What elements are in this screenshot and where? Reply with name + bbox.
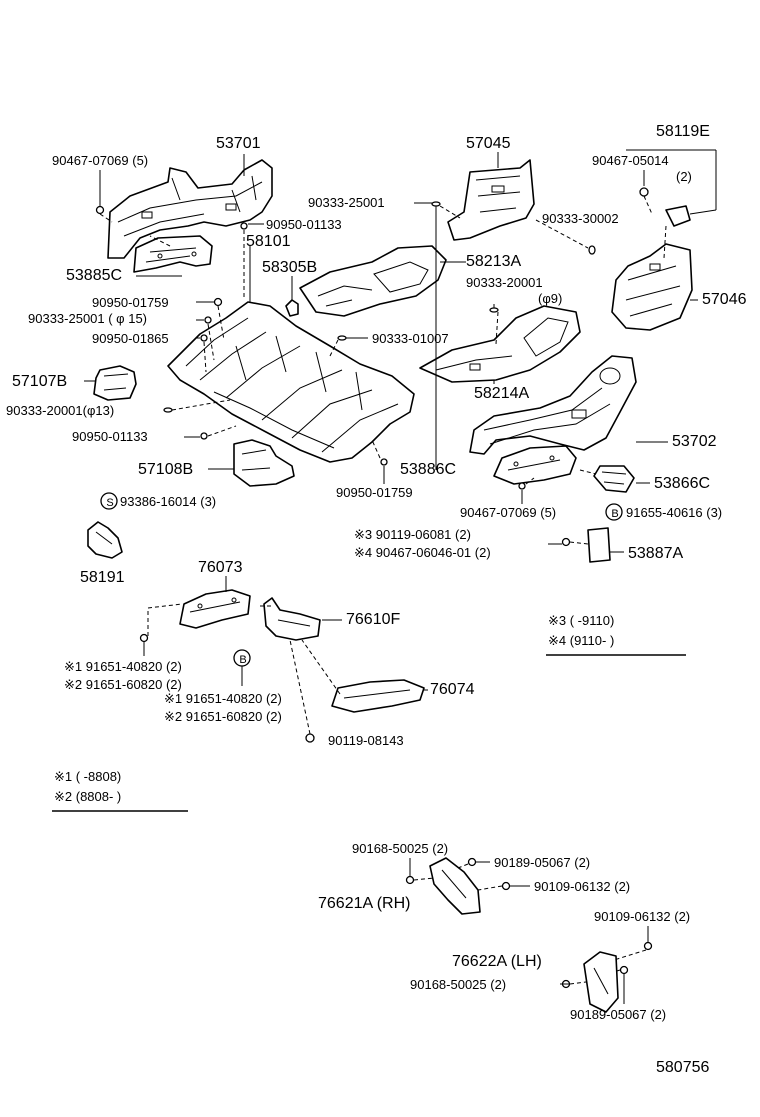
part-53702-drawing: [469, 355, 637, 455]
label-53702: 53702: [672, 433, 717, 450]
circled-letter-b-2: B: [239, 654, 247, 666]
label-note3-90119-06081: ※3 90119-06081 (2): [354, 527, 471, 542]
part-57045-drawing: [447, 159, 535, 241]
part-76622A-drawing: [583, 951, 619, 1013]
label-90950-01759-bottom: 90950-01759: [336, 485, 413, 500]
part-53885C-drawing: [133, 235, 213, 273]
label-53887A: 53887A: [628, 545, 684, 562]
label-90467-07069-right: 90467-07069 (5): [460, 505, 557, 520]
label-90950-01865: 90950-01865: [92, 331, 169, 346]
part-58213A-drawing: [299, 245, 447, 317]
label-58214A: 58214A: [474, 385, 530, 402]
label-90950-01133-top: 90950-01133: [266, 217, 342, 232]
label-90109-06132-top: 90109-06132 (2): [534, 879, 631, 894]
label-90333-25001-15: 90333-25001 ( φ 15): [28, 311, 148, 326]
label-phi9: (φ9): [538, 291, 563, 306]
label-90189-05067-top: 90189-05067 (2): [494, 855, 591, 870]
label-note1-91651-40820-a: ※1 91651-40820 (2): [64, 659, 182, 674]
label-90467-05014: 90467-05014: [592, 153, 669, 168]
note-3-range: ※3 ( -9110): [548, 613, 615, 628]
label-58305B: 58305B: [262, 259, 318, 276]
label-90168-50025-bottom: 90168-50025 (2): [410, 977, 507, 992]
label-58213A: 58213A: [466, 253, 522, 270]
label-90189-05067-bottom: 90189-05067 (2): [570, 1007, 667, 1022]
part-53866C-drawing: [593, 465, 635, 493]
note-4-range: ※4 (9110- ): [548, 633, 615, 648]
part-57046-drawing: [611, 243, 693, 331]
label-57046: 57046: [702, 291, 747, 308]
assembly-lines: [99, 195, 667, 985]
label-90333-25001-right: 90333-25001: [308, 195, 385, 210]
label-90333-20001-13: 90333-20001(φ13): [6, 403, 115, 418]
part-53887A-drawing: [587, 527, 611, 563]
circled-letter-s: S: [106, 497, 114, 509]
label-B-circled-2: B: [235, 652, 251, 666]
label-note1-91651-40820-b: ※1 91651-40820 (2): [164, 691, 282, 706]
part-76610F-drawing: [263, 597, 321, 641]
label-S-circled: S: [102, 495, 118, 509]
label-note2-91651-60820-a: ※2 91651-60820 (2): [64, 677, 182, 692]
label-53701: 53701: [216, 135, 261, 152]
part-53886C-drawing: [493, 445, 577, 485]
label-90333-01007: 90333-01007: [372, 331, 449, 346]
label-53885C: 53885C: [66, 267, 123, 284]
label-58101: 58101: [246, 233, 291, 250]
label-76610F: 76610F: [346, 611, 401, 628]
note-2-range: ※2 (8808- ): [54, 789, 122, 804]
label-qty-2: (2): [676, 169, 692, 184]
label-76622A-LH: 76622A (LH): [452, 953, 542, 970]
label-90333-20001: 90333-20001: [466, 275, 543, 290]
label-58119E: 58119E: [656, 123, 710, 140]
circled-markers: [100, 492, 623, 667]
part-58305B-drawing: [285, 299, 299, 317]
diagram-id: 580756: [656, 1059, 710, 1076]
label-58191: 58191: [80, 569, 125, 586]
label-53866C: 53866C: [654, 475, 711, 492]
label-57107B: 57107B: [12, 373, 68, 390]
label-90119-08143: 90119-08143: [328, 733, 404, 748]
label-76074: 76074: [430, 681, 475, 698]
label-90467-07069-left: 90467-07069 (5): [52, 153, 149, 168]
part-76074-drawing: [331, 679, 425, 713]
label-90109-06132-bottom: 90109-06132 (2): [594, 909, 691, 924]
label-90333-30002: 90333-30002: [542, 211, 619, 226]
label-note2-91651-60820-b: ※2 91651-60820 (2): [164, 709, 282, 724]
part-58214A-drawing: [419, 305, 581, 383]
circled-letter-b: B: [611, 508, 619, 520]
part-58191-drawing: [87, 521, 123, 559]
part-58119E-drawing: [665, 205, 691, 227]
note-1-range: ※1 ( -8808): [54, 769, 122, 784]
label-57045: 57045: [466, 135, 511, 152]
part-58101-drawing: [167, 301, 415, 463]
label-76073: 76073: [198, 559, 243, 576]
label-91655-40616: 91655-40616 (3): [626, 505, 723, 520]
part-57108B-drawing: [233, 439, 295, 487]
part-57107B-drawing: [93, 365, 137, 401]
label-B-circled-1: B: [607, 506, 623, 520]
leader-lines: [84, 149, 717, 1004]
part-76621A-drawing: [429, 857, 481, 915]
part-76073-drawing: [179, 589, 251, 629]
label-note4-90467-06046: ※4 90467-06046-01 (2): [354, 545, 491, 560]
label-57108B: 57108B: [138, 461, 194, 478]
label-93386-16014: 93386-16014 (3): [120, 494, 217, 509]
part-53701-drawing: [107, 159, 273, 259]
label-90950-01759-left: 90950-01759: [92, 295, 169, 310]
label-90950-01133-bottom: 90950-01133: [72, 429, 148, 444]
label-76621A-RH: 76621A (RH): [318, 895, 411, 912]
label-53886C: 53886C: [400, 461, 457, 478]
label-90168-50025-top: 90168-50025 (2): [352, 841, 449, 856]
